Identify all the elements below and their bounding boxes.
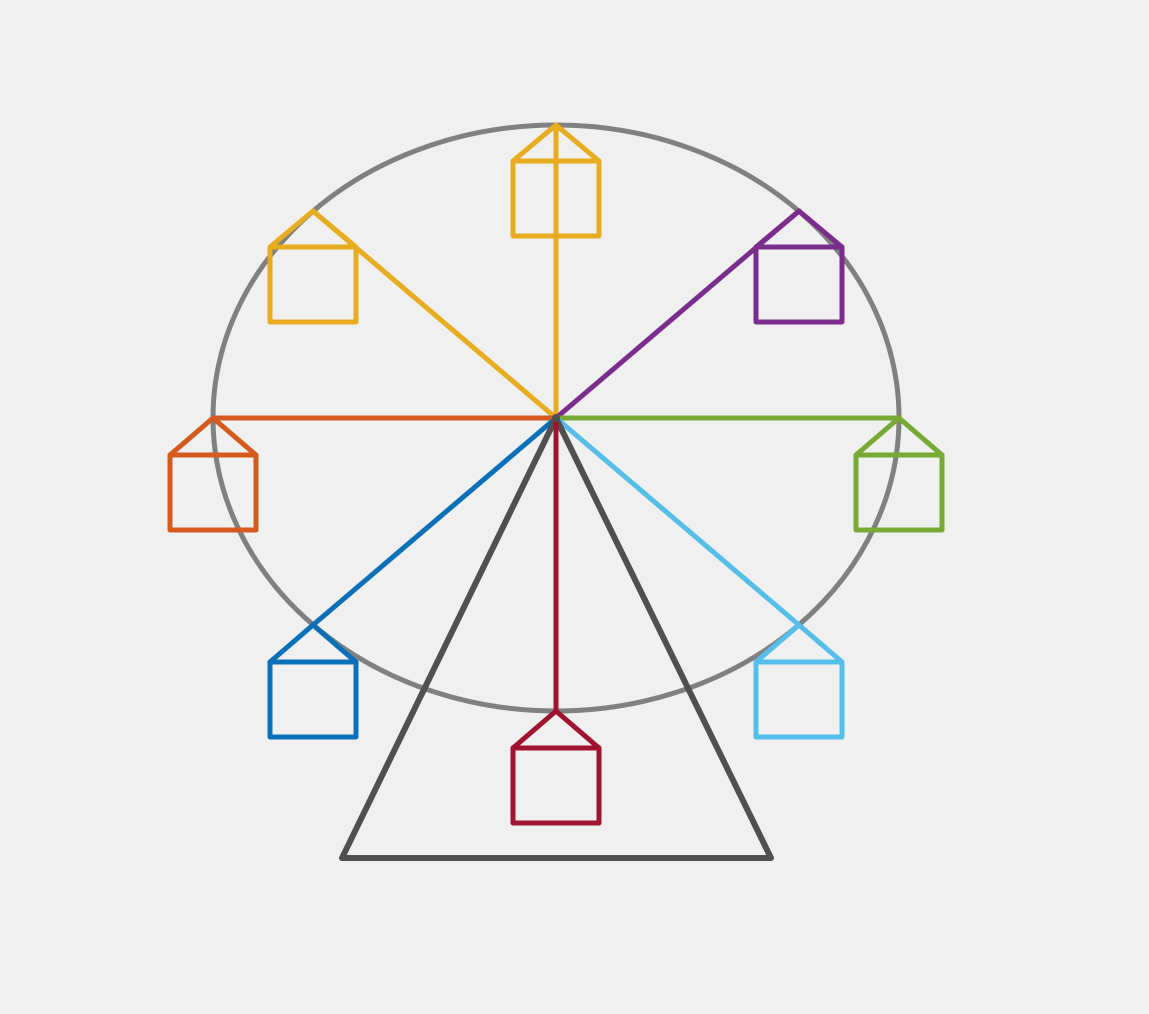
stand-frame [339, 415, 774, 861]
gondolas [167, 122, 945, 826]
spoke-lower-left [310, 415, 559, 628]
gondola-lower-right [753, 622, 845, 740]
wheel-hub [552, 414, 560, 422]
gondola-left [167, 415, 259, 533]
gondola-bottom [510, 708, 602, 826]
spoke-lower-right [553, 415, 802, 628]
gondola-right [853, 415, 945, 533]
gondola-top [510, 122, 602, 239]
gondola-lower-left [267, 622, 359, 740]
stand [339, 415, 774, 861]
gondola-upper-left [267, 208, 359, 325]
gondola-upper-right [753, 208, 845, 325]
